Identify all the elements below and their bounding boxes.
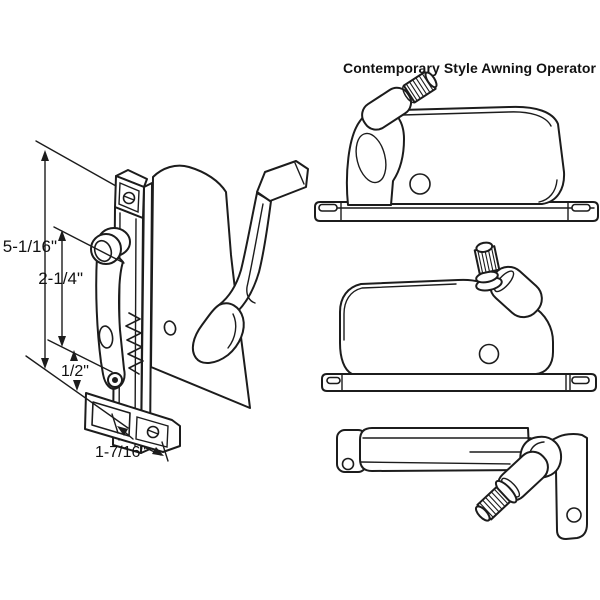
dimension-base-width: 1-7/16" [95, 413, 169, 462]
label-overall-height: 5-1/16" [3, 237, 57, 256]
arm-slot [98, 325, 114, 349]
label-base-width: 1-7/16" [95, 444, 146, 461]
side-view-figure [84, 160, 309, 454]
mount-slot [571, 376, 590, 385]
label-offset: 1/2" [61, 363, 89, 380]
spindle-stud [361, 71, 438, 131]
housing-view-top [314, 71, 599, 222]
crank-knob [191, 302, 245, 364]
dimension-annotations: 5-1/16" 2-1/4" 1/2" [3, 140, 169, 462]
spindle-stud [473, 241, 501, 275]
spindle-stud [474, 450, 549, 522]
pivot-rivet [107, 372, 123, 388]
housing-view-middle [321, 241, 597, 392]
mount-slot [318, 203, 338, 212]
body-hole [163, 320, 177, 336]
dimension-offset: 1/2" [61, 350, 89, 391]
dimension-overall-height: 5-1/16" [3, 150, 57, 369]
housing-view-bottom [336, 427, 588, 540]
mount-slot [326, 376, 341, 385]
mount-slot [571, 203, 591, 212]
crank-handle [191, 160, 309, 364]
bracket-hole [566, 507, 582, 523]
spring [125, 312, 144, 375]
cover-hole [478, 343, 500, 365]
plate-hole [341, 457, 355, 471]
page-title: Contemporary Style Awning Operator [343, 60, 597, 76]
dimension-link-arm: 2-1/4" [38, 230, 83, 347]
crank-grip [256, 160, 309, 202]
cover-hole [409, 173, 431, 195]
link-arm [95, 251, 126, 390]
roller [90, 227, 131, 265]
label-link-arm: 2-1/4" [38, 269, 83, 288]
